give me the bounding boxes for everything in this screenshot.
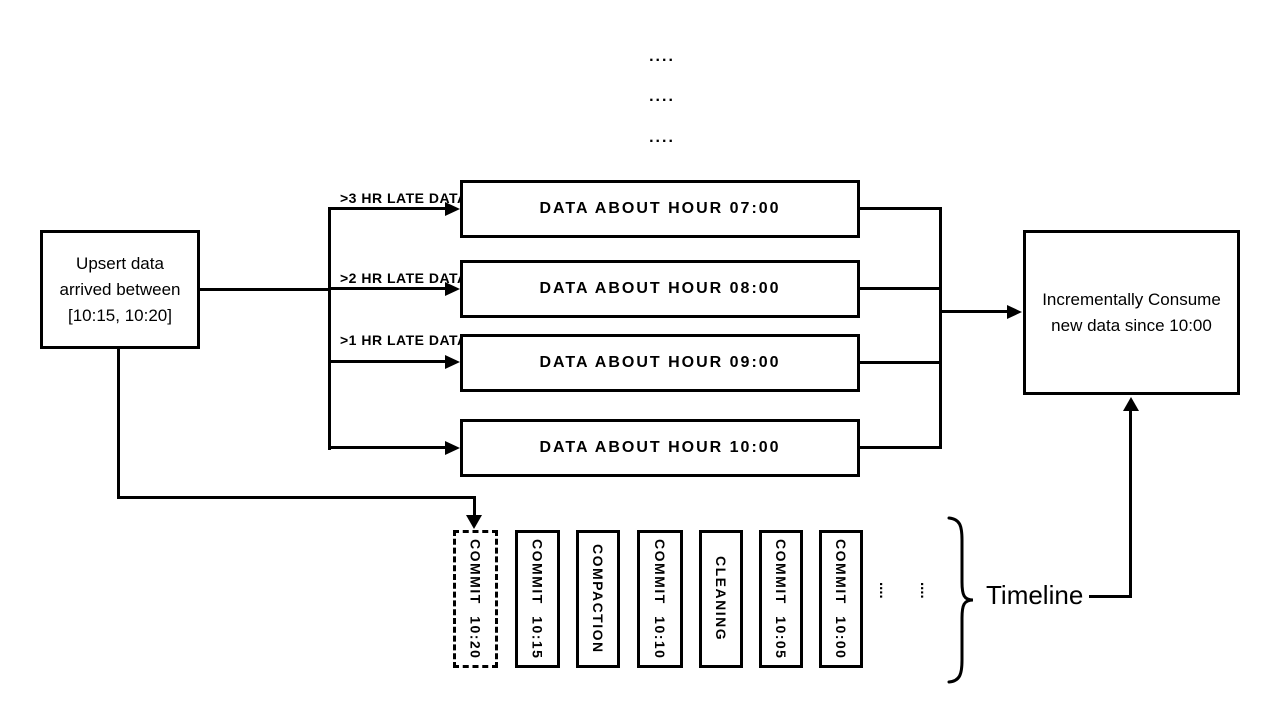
- arrowhead-right-icon: [445, 441, 460, 455]
- upsert-data-line: [10:15, 10:20]: [68, 305, 172, 325]
- arrowhead-right-icon: [445, 355, 460, 369]
- upsert-data-box: Upsert data arrived between [10:15, 10:2…: [40, 230, 200, 349]
- hour-box-1000: DATA ABOUT HOUR 10:00: [460, 419, 860, 477]
- hour-box-0800: DATA ABOUT HOUR 08:00: [460, 260, 860, 318]
- hour-box-0700: DATA ABOUT HOUR 07:00: [460, 180, 860, 238]
- branch-line-4: [328, 446, 446, 449]
- timeline-entry-label: COMMIT 10:05: [773, 538, 789, 660]
- arrowhead-down-icon: [466, 515, 482, 529]
- arrowhead-right-icon: [445, 202, 460, 216]
- collector-trunk-line: [939, 207, 942, 449]
- consume-line: Incrementally Consume: [1042, 289, 1221, 309]
- connector-upsert-to-branch: [199, 288, 330, 291]
- timeline-label: Timeline: [986, 580, 1084, 610]
- timeline-ellipsis: ....: [876, 582, 893, 599]
- overflow-dots-row: ....: [649, 88, 675, 105]
- late-data-label-3hr: >3 HR LATE DATA: [340, 190, 468, 206]
- arrowhead-up-icon: [1123, 397, 1139, 411]
- arrowhead-right-icon: [1007, 305, 1022, 319]
- collector-line-3: [858, 361, 942, 364]
- upsert-down-line: [117, 348, 120, 499]
- upsert-to-commit-line: [117, 496, 476, 499]
- upsert-data-line: arrived between: [59, 279, 181, 299]
- timeline-entry-label: COMPACTION: [590, 544, 606, 654]
- timeline-entry-label: COMMIT 10:20: [467, 538, 484, 660]
- timeline-to-consume-vline: [1129, 410, 1132, 598]
- timeline-commit-1010-box: COMMIT 10:10: [637, 530, 683, 668]
- timeline-entry-label: COMMIT 10:15: [529, 538, 546, 660]
- branch-line-1: [328, 207, 446, 210]
- timeline-brace-icon: [947, 516, 974, 684]
- timeline-to-consume-hline: [1089, 595, 1132, 598]
- incremental-consume-box: Incrementally Consume new data since 10:…: [1023, 230, 1240, 395]
- collector-line-4: [858, 446, 942, 449]
- hour-box-0900: DATA ABOUT HOUR 09:00: [460, 334, 860, 392]
- timeline-entry-label: COMMIT 10:10: [652, 538, 668, 660]
- arrowhead-right-icon: [445, 282, 460, 296]
- timeline-entry-label: COMMIT 10:00: [833, 538, 849, 660]
- timeline-commit-1015-box: COMMIT 10:15: [515, 530, 560, 668]
- timeline-commit-1020-box: COMMIT 10:20: [453, 530, 498, 668]
- overflow-dots-row: ....: [649, 48, 675, 65]
- branch-line-3: [328, 360, 446, 363]
- commit-drop-line: [473, 496, 476, 516]
- timeline-entry-label: CLEANING: [713, 556, 729, 642]
- late-data-label-2hr: >2 HR LATE DATA: [340, 270, 468, 286]
- late-data-label-1hr: >1 HR LATE DATA: [340, 332, 468, 348]
- timeline-compaction-box: COMPACTION: [576, 530, 620, 668]
- upsert-data-line: Upsert data: [76, 253, 164, 273]
- timeline-cleaning-box: CLEANING: [699, 530, 743, 668]
- timeline-commit-1000-box: COMMIT 10:00: [819, 530, 863, 668]
- branch-line-2: [328, 287, 446, 290]
- timeline-commit-1005-box: COMMIT 10:05: [759, 530, 803, 668]
- overflow-dots-row: ....: [649, 129, 675, 146]
- connector-to-consume: [939, 310, 1007, 313]
- consume-line: new data since 10:00: [1051, 315, 1212, 335]
- collector-line-2: [858, 287, 942, 290]
- timeline-ellipsis: ....: [917, 582, 934, 599]
- branch-trunk-line: [328, 207, 331, 450]
- collector-line-1: [858, 207, 942, 210]
